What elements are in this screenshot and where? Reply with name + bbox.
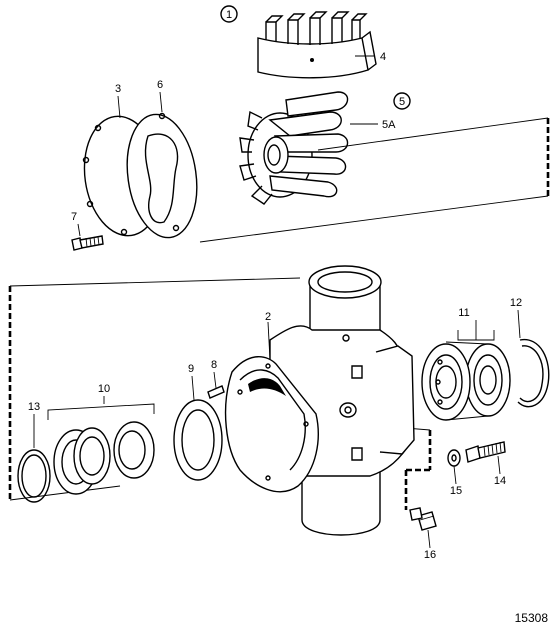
- callout-8: 8: [211, 359, 217, 371]
- seal-assembly-part-10: [47, 396, 155, 495]
- callout-11: 11: [458, 307, 469, 319]
- callout-14: 14: [494, 475, 506, 487]
- o-ring-part-9: [173, 375, 223, 481]
- callout-5: 5: [399, 96, 405, 108]
- callout-6: 6: [157, 79, 163, 91]
- callout-circle-1: [220, 5, 238, 23]
- drawing-number: 15308: [515, 611, 549, 625]
- assembly-boundary: [8, 117, 550, 510]
- callout-10: 10: [98, 383, 110, 395]
- circlip-part-12: [517, 309, 550, 408]
- ball-bearings-part-11: [421, 320, 511, 421]
- washer-part-15: [447, 449, 461, 485]
- callout-15: 15: [450, 485, 462, 497]
- callout-7: 7: [71, 211, 77, 223]
- callout-4: 4: [380, 51, 386, 63]
- callout-labels: 1 2 3 4 5 5A 6 7 8 9 10 11 12 13 14 15 1…: [28, 5, 549, 625]
- callout-3: 3: [115, 83, 121, 95]
- cam-plate-part-4: [257, 11, 377, 79]
- pin-part-8: [207, 371, 225, 399]
- pump-housing-part-2: [224, 265, 415, 536]
- callout-16: 16: [424, 549, 436, 561]
- circlip-part-13: [17, 414, 51, 503]
- callout-5a: 5A: [382, 119, 396, 131]
- callout-9: 9: [188, 363, 194, 375]
- callout-12: 12: [510, 297, 522, 309]
- callout-circle-5: [393, 92, 411, 110]
- drain-plug-part-16: [409, 507, 437, 549]
- callout-13: 13: [28, 401, 40, 413]
- impeller-part-5a: [239, 91, 378, 205]
- gasket-part-6: [126, 91, 198, 239]
- bolt-part-14: [465, 441, 506, 475]
- screw-part-7: [71, 223, 104, 251]
- callout-2: 2: [265, 311, 271, 323]
- callout-1: 1: [226, 9, 232, 21]
